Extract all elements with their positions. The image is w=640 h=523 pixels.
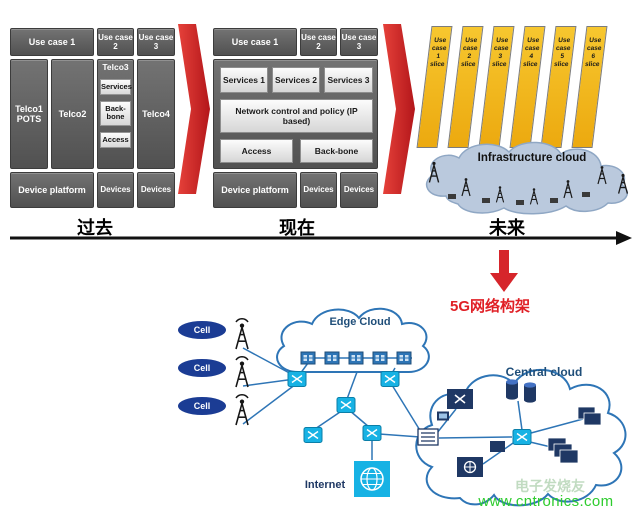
server-icon [372,351,388,365]
antenna-icon [235,317,249,350]
future-slice-1: Use case 1 slice [416,26,453,148]
future-slice-2: Use case 2 slice [447,26,484,148]
present-network-control: Network control and policy (IP based) [220,99,373,133]
future-slice-4: Use case 4 slice [509,26,546,148]
cell-node-1: Cell [178,321,226,339]
present-devices-2: Devices [340,172,378,208]
present-services-3: Services 3 [324,67,373,93]
switch-icon [336,396,356,414]
era-label-past: 过去 [77,218,113,238]
past-devices-1: Devices [97,172,134,208]
server-stack-icon [547,437,579,464]
past-use-case-1: Use case 1 [10,28,94,56]
gateway-rack-icon [417,428,439,446]
past-telco3-access: Access [100,131,131,148]
network-topology-graphic [235,307,627,507]
present-access: Access [220,139,293,163]
infrastructure-cloud-label: Infrastructure cloud [477,152,587,164]
watermark-overlay: 电子发烧友 [515,478,585,494]
present-devices-1: Devices [300,172,337,208]
past-telco3-block: Telco3 Services Back-bone Access [97,59,134,169]
timeline-arrow [10,231,632,245]
present-backbone: Back-bone [300,139,373,163]
central-cloud-label: Central cloud [505,365,583,379]
internet-label: Internet [304,479,346,491]
past-telco1-block: Telco1 POTS [10,59,48,169]
future-slice-3: Use case 3 slice [478,26,515,148]
compute-node-icon [447,389,473,409]
present-services-2: Services 2 [272,67,320,93]
present-use-case-3: Use case 3 [340,28,378,56]
past-use-case-2: Use case 2 [97,28,134,56]
node-icon [490,441,505,452]
watermark-site: www.cntronics.com [478,493,614,510]
five-g-title: 5G网络构架 [449,298,530,315]
antenna-icon [235,393,249,426]
past-devices-2: Devices [137,172,175,208]
switch-icon [287,370,307,388]
past-telco2-block: Telco2 [51,59,94,169]
past-telco4-block: Telco4 [137,59,175,169]
internet-globe-icon [354,461,390,497]
past-telco3-services: Services [100,78,132,96]
present-to-future-arrow [383,24,415,194]
future-down-arrow [490,250,518,292]
edge-cloud-label: Edge Cloud [329,316,391,328]
antenna-icon [235,355,249,388]
switch-icon [303,426,323,444]
database-icon [506,379,518,400]
era-label-future: 未来 [489,218,525,238]
cell-node-3: Cell [178,397,226,415]
server-stack-icon [577,406,602,426]
present-use-case-1: Use case 1 [213,28,297,56]
infrastructure-cloud-graphic [425,141,629,215]
server-icon [348,351,364,365]
past-telco3-label: Telco3 [102,62,129,72]
past-to-present-arrow [178,24,210,194]
future-slice-6: Use case 6 slice [571,26,608,148]
switch-icon [380,370,400,388]
era-label-present: 现在 [279,218,315,238]
server-icon [300,351,316,365]
infrastructure-cloud-shape [425,141,628,215]
monitor-icon [437,411,449,421]
past-use-case-3: Use case 3 [137,28,175,56]
database-icon [524,382,536,403]
present-main-box: Services 1 Services 2 Services 3 Network… [213,59,378,169]
past-device-platform: Device platform [10,172,94,208]
present-services-1: Services 1 [220,67,268,93]
past-telco3-backbone: Back-bone [100,101,131,126]
cell-node-2: Cell [178,359,226,377]
server-icon [324,351,340,365]
service-node-icon [457,457,483,477]
server-icon [396,351,412,365]
switch-icon [512,428,532,446]
future-slice-5: Use case 5 slice [540,26,577,148]
device-icons [448,192,590,205]
switch-icon [362,424,382,442]
present-device-platform: Device platform [213,172,297,208]
present-use-case-2: Use case 2 [300,28,337,56]
